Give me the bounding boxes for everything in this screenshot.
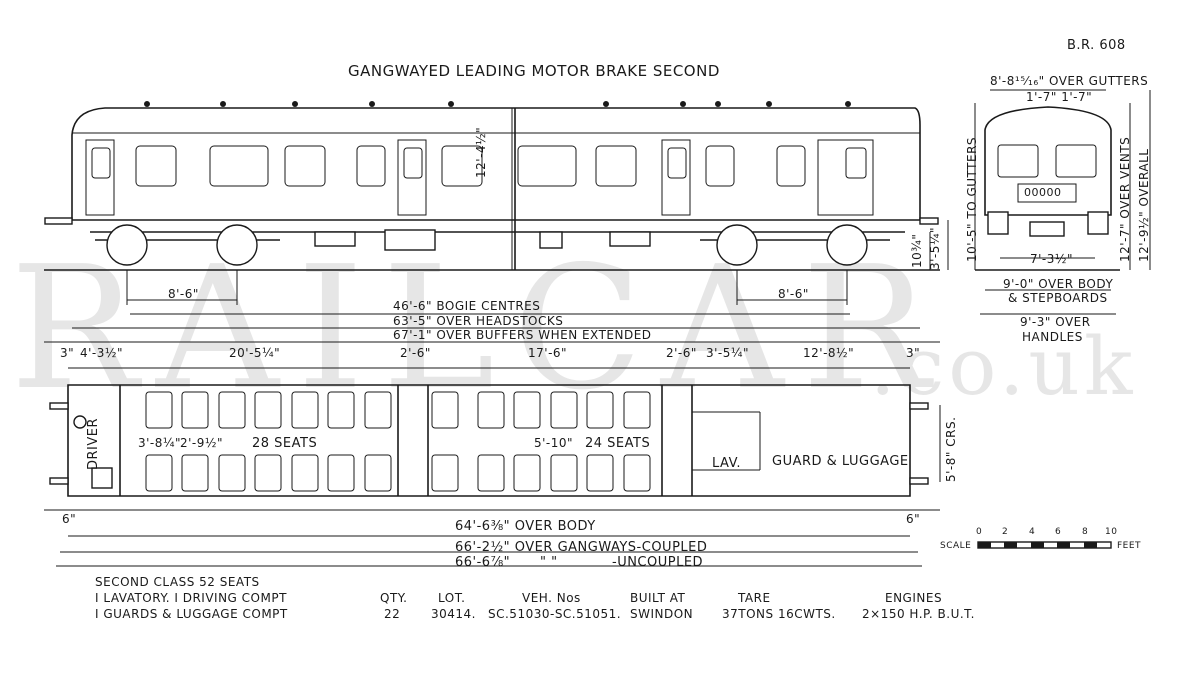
- table-cell-engines: 2×150 H.P. B.U.T.: [862, 607, 975, 621]
- pitch-c: 5'-10": [534, 436, 574, 450]
- table-header-lot: LOT.: [438, 591, 466, 605]
- table-cell-tare: 37TONS 16CWTS.: [722, 607, 836, 621]
- table-header-tare: TARE: [738, 591, 771, 605]
- dim-top: 1'-7" 1'-7": [1026, 90, 1093, 104]
- dim-body: 9'-0" OVER BODY: [1003, 277, 1114, 291]
- summary-line-3: I GUARDS & LUGGAGE COMPT: [95, 607, 288, 621]
- side-windows: [91, 145, 867, 187]
- dim-uncoupled-label: -UNCOUPLED: [612, 555, 704, 570]
- plan-dim-1: 3": [60, 346, 75, 360]
- dim-width-base: 7'-3½": [1030, 252, 1074, 266]
- page-title: GANGWAYED LEADING MOTOR BRAKE SECOND: [348, 62, 720, 80]
- table-cell-lot: 30414.: [431, 607, 476, 621]
- dim-handles-2: HANDLES: [1022, 330, 1083, 344]
- end-elevation: [974, 89, 1151, 315]
- scale-tick-8: 8: [1082, 527, 1089, 537]
- scale-tick-6: 6: [1055, 527, 1062, 537]
- dim-headstocks: 63'-5" OVER HEADSTOCKS: [393, 314, 564, 328]
- scale-label: SCALE: [940, 541, 972, 551]
- dim-height-rail: 12'-4½": [474, 126, 488, 178]
- dim-height-floor: 3'-5¼": [928, 226, 942, 270]
- plan-dim-8: 12'-8½": [803, 346, 855, 360]
- scale-tick-4: 4: [1029, 527, 1036, 537]
- dim-uncoupled-value: 66'-6⅞": [455, 555, 511, 570]
- plan-view: [44, 367, 941, 567]
- dim-crs: 5'-8" CRS.: [944, 416, 958, 482]
- label-lav: LAV.: [712, 456, 741, 471]
- plan-dim-9: 3": [906, 346, 921, 360]
- scale-tick-2: 2: [1002, 527, 1009, 537]
- dim-over-vents: 12'-7" OVER VENTS: [1118, 136, 1132, 262]
- table-header-veh: VEH. Nos: [522, 591, 581, 605]
- plan-bottom-right: 6": [906, 512, 921, 526]
- table-header-engines: ENGINES: [885, 591, 943, 605]
- table-cell-qty: 22: [384, 607, 401, 621]
- table-cell-built: SWINDON: [630, 607, 694, 621]
- dim-coupled: 66'-2½" OVER GANGWAYS-COUPLED: [455, 540, 708, 555]
- bogie-left: [95, 224, 280, 266]
- dim-handles-1: 9'-3" OVER: [1020, 315, 1091, 329]
- dim-buffers: 67'-1" OVER BUFFERS WHEN EXTENDED: [393, 328, 652, 342]
- plan-dim-7: 3'-5¼": [706, 346, 750, 360]
- watermark-suffix: .co.uk: [870, 320, 1137, 413]
- plan-dim-2: 4'-3½": [80, 346, 124, 360]
- plan-dim-3: 20'-5¼": [229, 346, 281, 360]
- summary-line-1: SECOND CLASS 52 SEATS: [95, 575, 260, 589]
- watermark-main: RAILCAR: [10, 230, 948, 428]
- scale-unit: FEET: [1117, 541, 1142, 551]
- dim-stepboards: & STEPBOARDS: [1008, 291, 1108, 305]
- dim-overall: 12'-9½" OVERALL: [1137, 148, 1151, 262]
- dim-bogie-left: 8'-6": [168, 287, 199, 301]
- plan-dim-4: 2'-6": [400, 346, 431, 360]
- scale-tick-0: 0: [976, 527, 983, 537]
- plan-dim-5: 17'-6": [528, 346, 568, 360]
- dim-plan-body: 64'-6⅜" OVER BODY: [455, 519, 596, 534]
- label-seats-b: 24 SEATS: [585, 436, 651, 451]
- label-seats-a: 28 SEATS: [252, 436, 318, 451]
- table-cell-veh: SC.51030-SC.51051.: [488, 607, 622, 621]
- summary-line-2: I LAVATORY. I DRIVING COMPT: [95, 591, 287, 605]
- dim-to-gutters: 10'-5" TO GUTTERS: [965, 136, 979, 262]
- dim-uncoupled-ditto: " ": [540, 555, 558, 570]
- table-header-qty: QTY.: [380, 591, 408, 605]
- drawing-ref: B.R. 608: [1067, 38, 1126, 53]
- bogie-right: [700, 224, 890, 266]
- label-guard: GUARD & LUGGAGE: [772, 454, 909, 469]
- label-driver: DRIVER: [86, 417, 101, 470]
- dim-bogie-right: 8'-6": [778, 287, 809, 301]
- pitch-b: 2'-9½": [180, 436, 224, 450]
- seats: [145, 391, 651, 492]
- end-number: 00000: [1024, 186, 1062, 199]
- dim-small: 10¾": [910, 233, 924, 268]
- dim-bogie-centres: 46'-6" BOGIE CENTRES: [393, 299, 541, 313]
- scale-bar: [977, 541, 1112, 549]
- table-header-built: BUILT AT: [630, 591, 686, 605]
- plan-dim-6: 2'-6": [666, 346, 697, 360]
- scale-tick-10: 10: [1105, 527, 1118, 537]
- plan-bottom-left: 6": [62, 512, 77, 526]
- dim-gutters: 8'-8¹⁵⁄₁₆" OVER GUTTERS: [990, 74, 1149, 88]
- side-elevation: [44, 101, 949, 343]
- pitch-a: 3'-8¼": [138, 436, 182, 450]
